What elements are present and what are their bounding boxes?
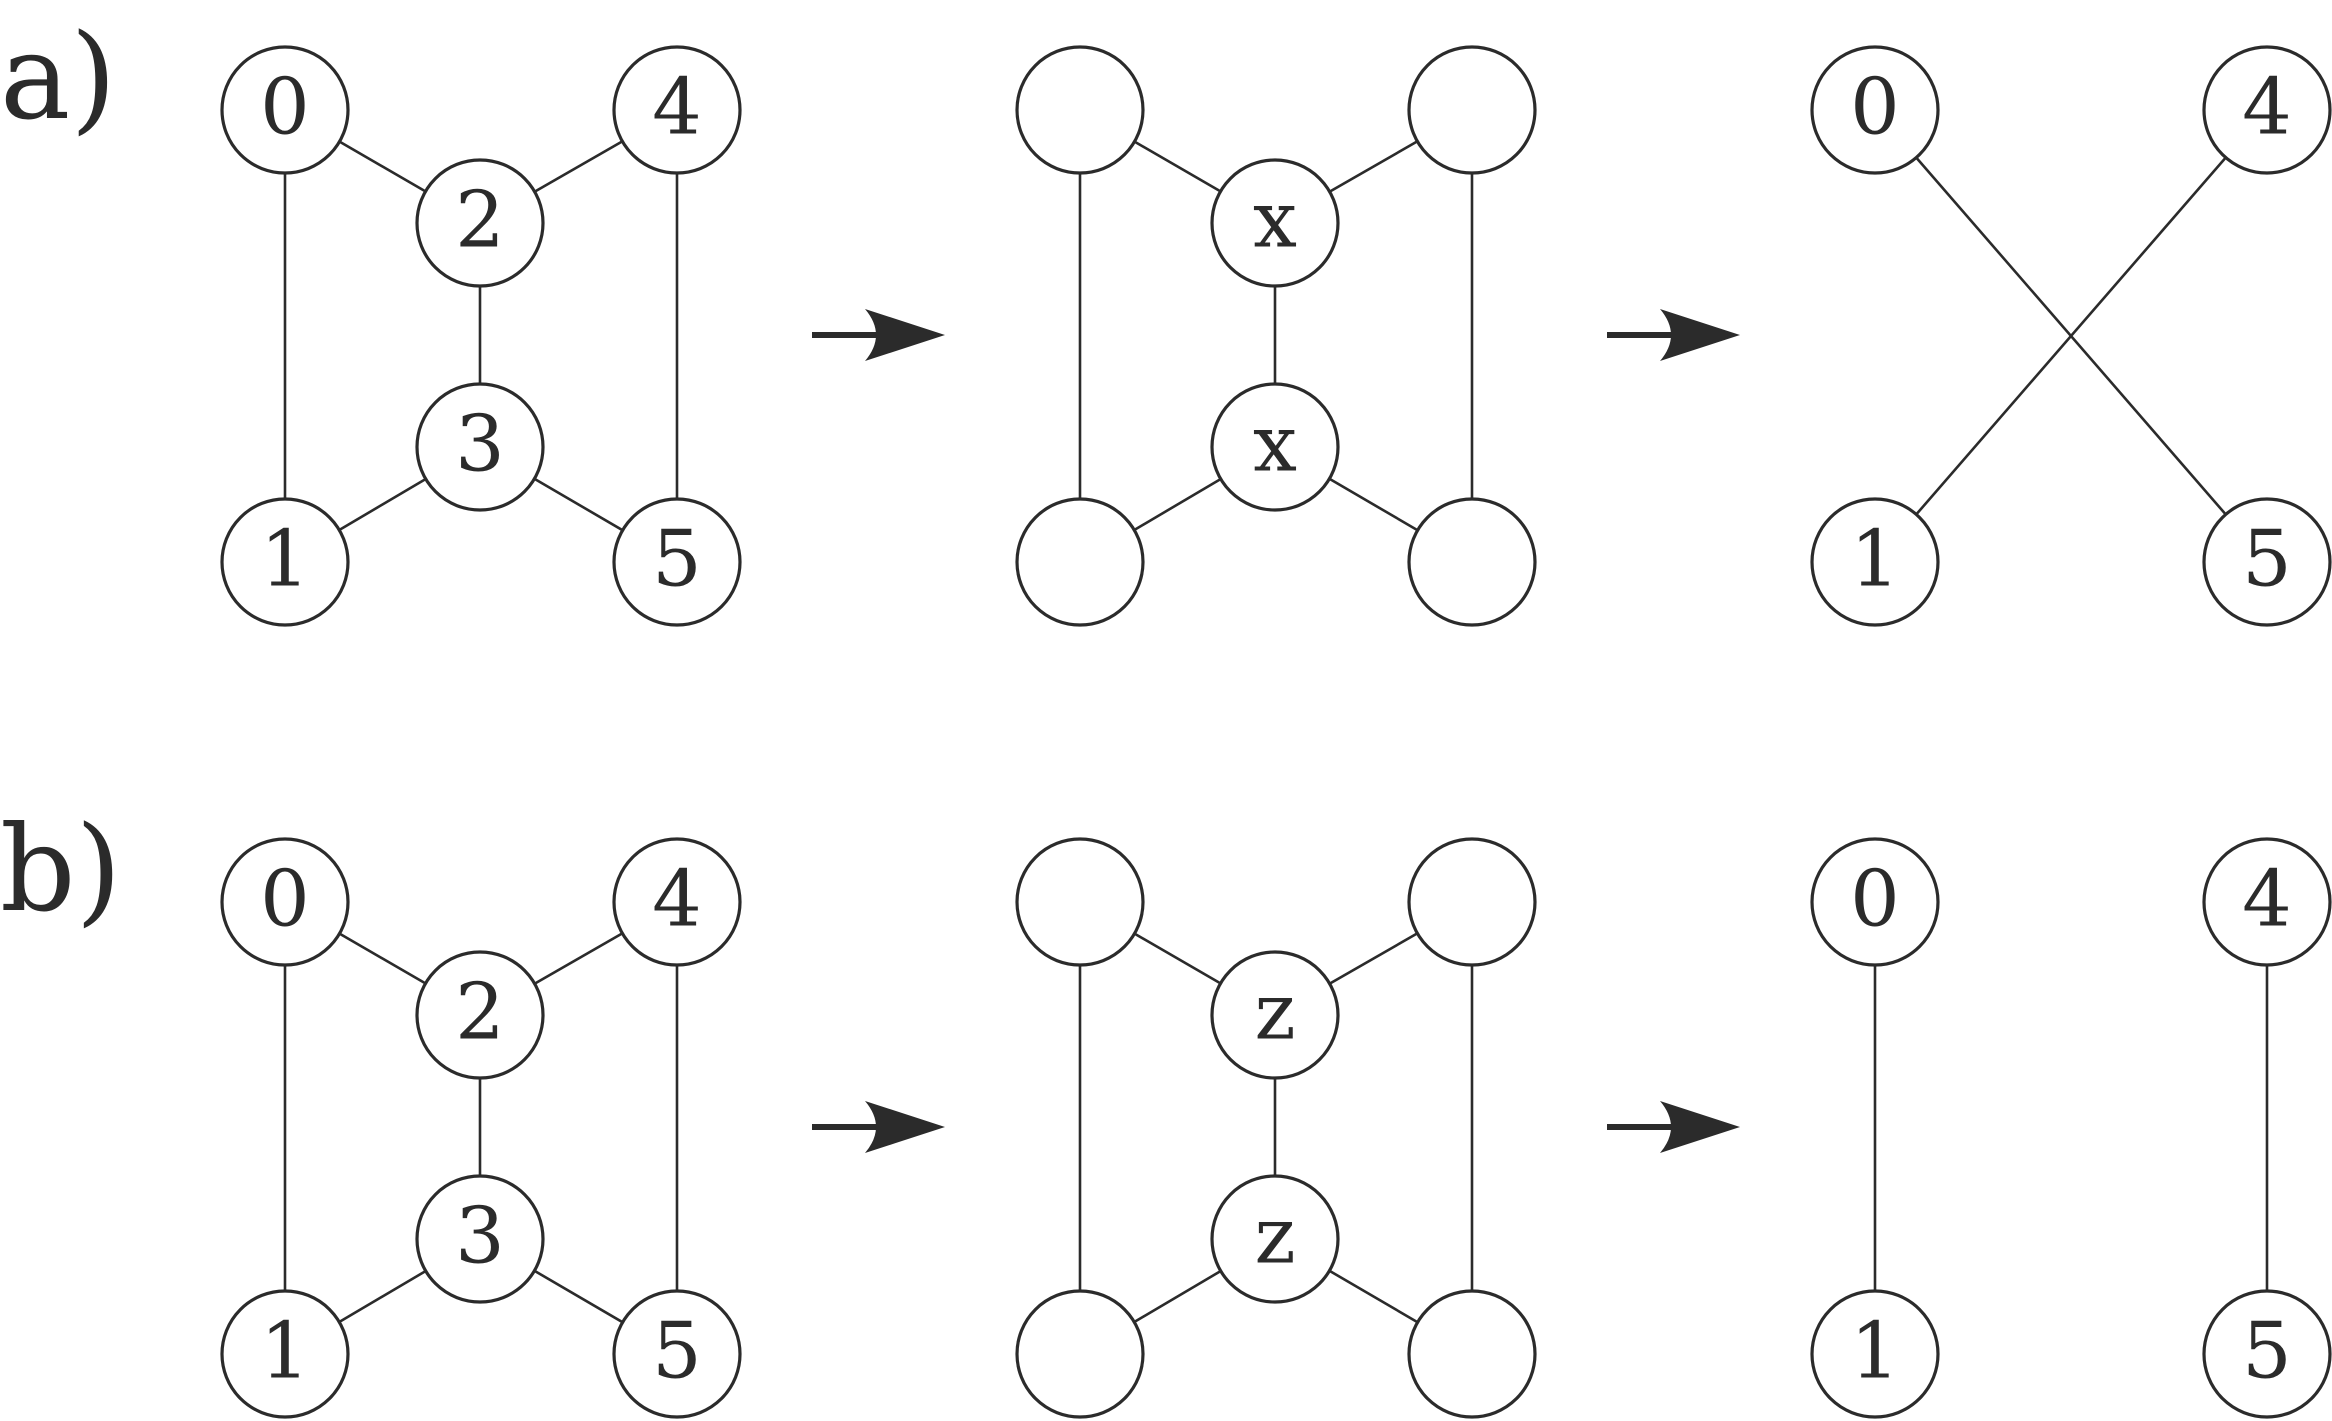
- arrow-head: [865, 1101, 945, 1153]
- graph-panel-b-stage-2: zz: [1015, 837, 1537, 1419]
- node-0: [1015, 837, 1145, 967]
- node-label-1: 1: [260, 515, 310, 605]
- node-5: [612, 497, 742, 627]
- node-4: [612, 837, 742, 967]
- node-label-2: 2: [455, 176, 505, 266]
- node-label-5: 5: [652, 1307, 702, 1397]
- node-label-1: 1: [1850, 515, 1900, 605]
- node-4: [1407, 837, 1537, 967]
- node-label-3: 3: [455, 400, 505, 490]
- node-label-3: x: [1253, 400, 1297, 490]
- node-label-5: 5: [2242, 1307, 2292, 1397]
- node-1: [1810, 497, 1940, 627]
- node-0: [1015, 45, 1145, 175]
- graph-panel-a-stage-1: 0 1 2 3 4 5: [220, 45, 742, 627]
- arrow-head: [1660, 1101, 1740, 1153]
- node-4: [1407, 45, 1537, 175]
- arrow-b-1: [812, 1101, 945, 1153]
- node-1: [1015, 1289, 1145, 1419]
- node-label-0: 0: [260, 855, 310, 945]
- node-label-5: 5: [2242, 515, 2292, 605]
- node-2: [415, 950, 545, 1080]
- node-4: [2202, 837, 2332, 967]
- node-0: [1810, 837, 1940, 967]
- node-1: [1810, 1289, 1940, 1419]
- node-label-5: 5: [652, 515, 702, 605]
- panel-label-a: a): [0, 8, 116, 146]
- node-2: [415, 158, 545, 288]
- graph-panel-a-stage-2: xx: [1015, 45, 1537, 627]
- node-label-4: 4: [652, 855, 702, 945]
- node-0: [220, 45, 350, 175]
- node-label-0: 0: [1850, 855, 1900, 945]
- node-label-1: 1: [1850, 1307, 1900, 1397]
- node-3: [415, 1174, 545, 1304]
- node-label-0: 0: [1850, 63, 1900, 153]
- panel-label-b: b): [0, 800, 122, 938]
- arrow-head: [865, 309, 945, 361]
- node-2: [1210, 950, 1340, 1080]
- node-1: [1015, 497, 1145, 627]
- node-label-4: 4: [2242, 855, 2292, 945]
- node-5: [612, 1289, 742, 1419]
- node-5: [1407, 1289, 1537, 1419]
- node-label-0: 0: [260, 63, 310, 153]
- node-4: [2202, 45, 2332, 175]
- node-3: [1210, 1174, 1340, 1304]
- arrow-a-1: [812, 309, 945, 361]
- node-3: [415, 382, 545, 512]
- arrow-b-2: [1607, 1101, 1740, 1153]
- node-4: [612, 45, 742, 175]
- node-0: [1810, 45, 1940, 175]
- node-label-4: 4: [2242, 63, 2292, 153]
- graph-panel-b-stage-3: 0 1 4 5: [1810, 837, 2332, 1419]
- node-2: [1210, 158, 1340, 288]
- node-label-1: 1: [260, 1307, 310, 1397]
- node-label-4: 4: [652, 63, 702, 153]
- arrow-layer: [812, 309, 1740, 1153]
- node-label-2: 2: [455, 968, 505, 1058]
- arrow-head: [1660, 309, 1740, 361]
- node-0: [220, 837, 350, 967]
- node-label-3: 3: [455, 1192, 505, 1282]
- node-5: [2202, 1289, 2332, 1419]
- node-3: [1210, 382, 1340, 512]
- node-label-2: x: [1253, 176, 1297, 266]
- node-5: [1407, 497, 1537, 627]
- edge-1-4: [1874, 109, 2268, 563]
- node-label-3: z: [1254, 1192, 1295, 1282]
- node-label-2: z: [1254, 968, 1295, 1058]
- node-1: [220, 1289, 350, 1419]
- graph-panel-b-stage-1: 0 1 2 3 4 5: [220, 837, 742, 1419]
- node-1: [220, 497, 350, 627]
- arrow-a-2: [1607, 309, 1740, 361]
- graph-panel-a-stage-3: 0 1 4 5: [1810, 45, 2332, 627]
- node-5: [2202, 497, 2332, 627]
